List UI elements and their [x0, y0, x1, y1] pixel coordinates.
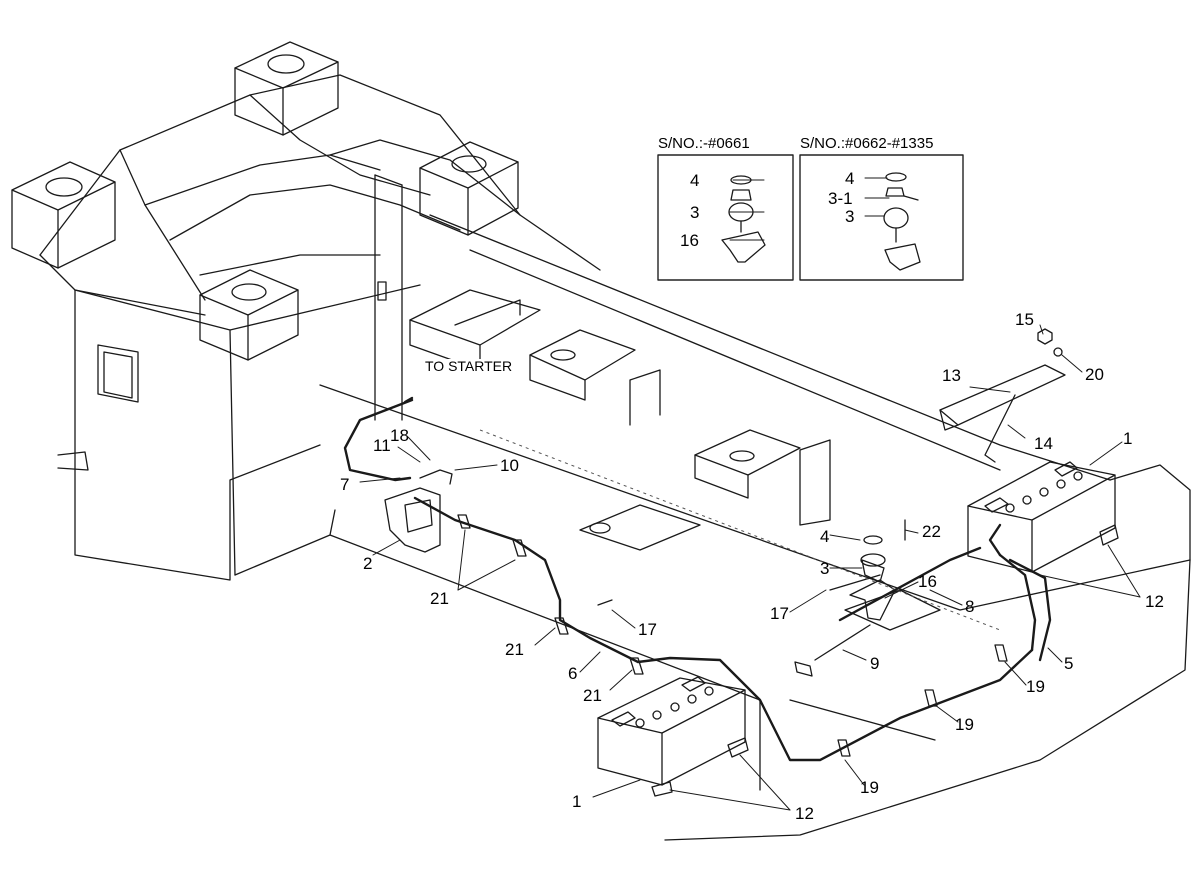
inset-left-label-3: 3	[690, 203, 700, 222]
callout-21-b: 21	[505, 640, 524, 659]
frame-inner-brackets	[410, 290, 940, 630]
leader-lines	[360, 178, 1140, 810]
callout-11: 11	[373, 436, 391, 455]
callout-17-a: 17	[638, 620, 657, 639]
callout-12-left: 12	[795, 804, 814, 823]
callout-19-b: 19	[955, 715, 974, 734]
callout-6: 6	[568, 664, 578, 683]
inset-left-label-4: 4	[690, 171, 700, 190]
callout-19-c: 19	[860, 778, 879, 797]
callout-19-a: 19	[1026, 677, 1045, 696]
frame-left-member	[58, 285, 420, 580]
inset-right-label-4: 4	[845, 169, 855, 188]
inset-left-title: S/NO.:-#0661	[658, 135, 750, 152]
inset-left-label-16: 16	[680, 231, 699, 250]
inset-frames	[658, 155, 963, 280]
callout-14: 14	[1034, 434, 1053, 453]
frame-hidden-line	[480, 430, 1000, 630]
callout-16: 16	[918, 572, 937, 591]
battery-cables	[345, 398, 1050, 760]
disconnect-switch	[385, 470, 452, 552]
callout-17-b: 17	[770, 604, 789, 623]
inset-right-label-3-1: 3-1	[828, 189, 853, 208]
callout-13: 13	[942, 366, 961, 385]
callout-2: 2	[363, 554, 373, 573]
callout-3: 3	[820, 559, 830, 578]
frame-upper-deck	[40, 75, 600, 315]
switch-assembly	[598, 520, 905, 676]
callout-12-right: 12	[1145, 592, 1164, 611]
callout-7: 7	[340, 475, 350, 494]
callout-20: 20	[1085, 365, 1104, 384]
callout-18: 18	[390, 426, 409, 445]
callout-21-a: 21	[430, 589, 449, 608]
callout-1-right: 1	[1123, 429, 1133, 448]
cable-clamps	[458, 515, 1007, 756]
callout-4: 4	[820, 527, 830, 546]
battery-holddown	[940, 329, 1065, 462]
inset-parts	[722, 173, 920, 270]
frame-right-member	[320, 215, 1190, 840]
callout-5: 5	[1064, 654, 1074, 673]
callout-1-left: 1	[572, 792, 582, 811]
battery-left	[598, 677, 748, 796]
callout-10: 10	[500, 456, 519, 475]
inset-right-title: S/NO.:#0662-#1335	[800, 135, 934, 152]
callout-21-c: 21	[583, 686, 602, 705]
callout-9: 9	[870, 654, 880, 673]
battery-right	[968, 462, 1118, 572]
to-starter-note: TO STARTER	[425, 358, 513, 374]
inset-right-label-3: 3	[845, 207, 855, 226]
frame-column	[375, 175, 402, 420]
callout-8: 8	[965, 597, 975, 616]
callout-22: 22	[922, 522, 941, 541]
callout-15: 15	[1015, 310, 1034, 329]
frame-mount-blocks	[12, 42, 518, 360]
